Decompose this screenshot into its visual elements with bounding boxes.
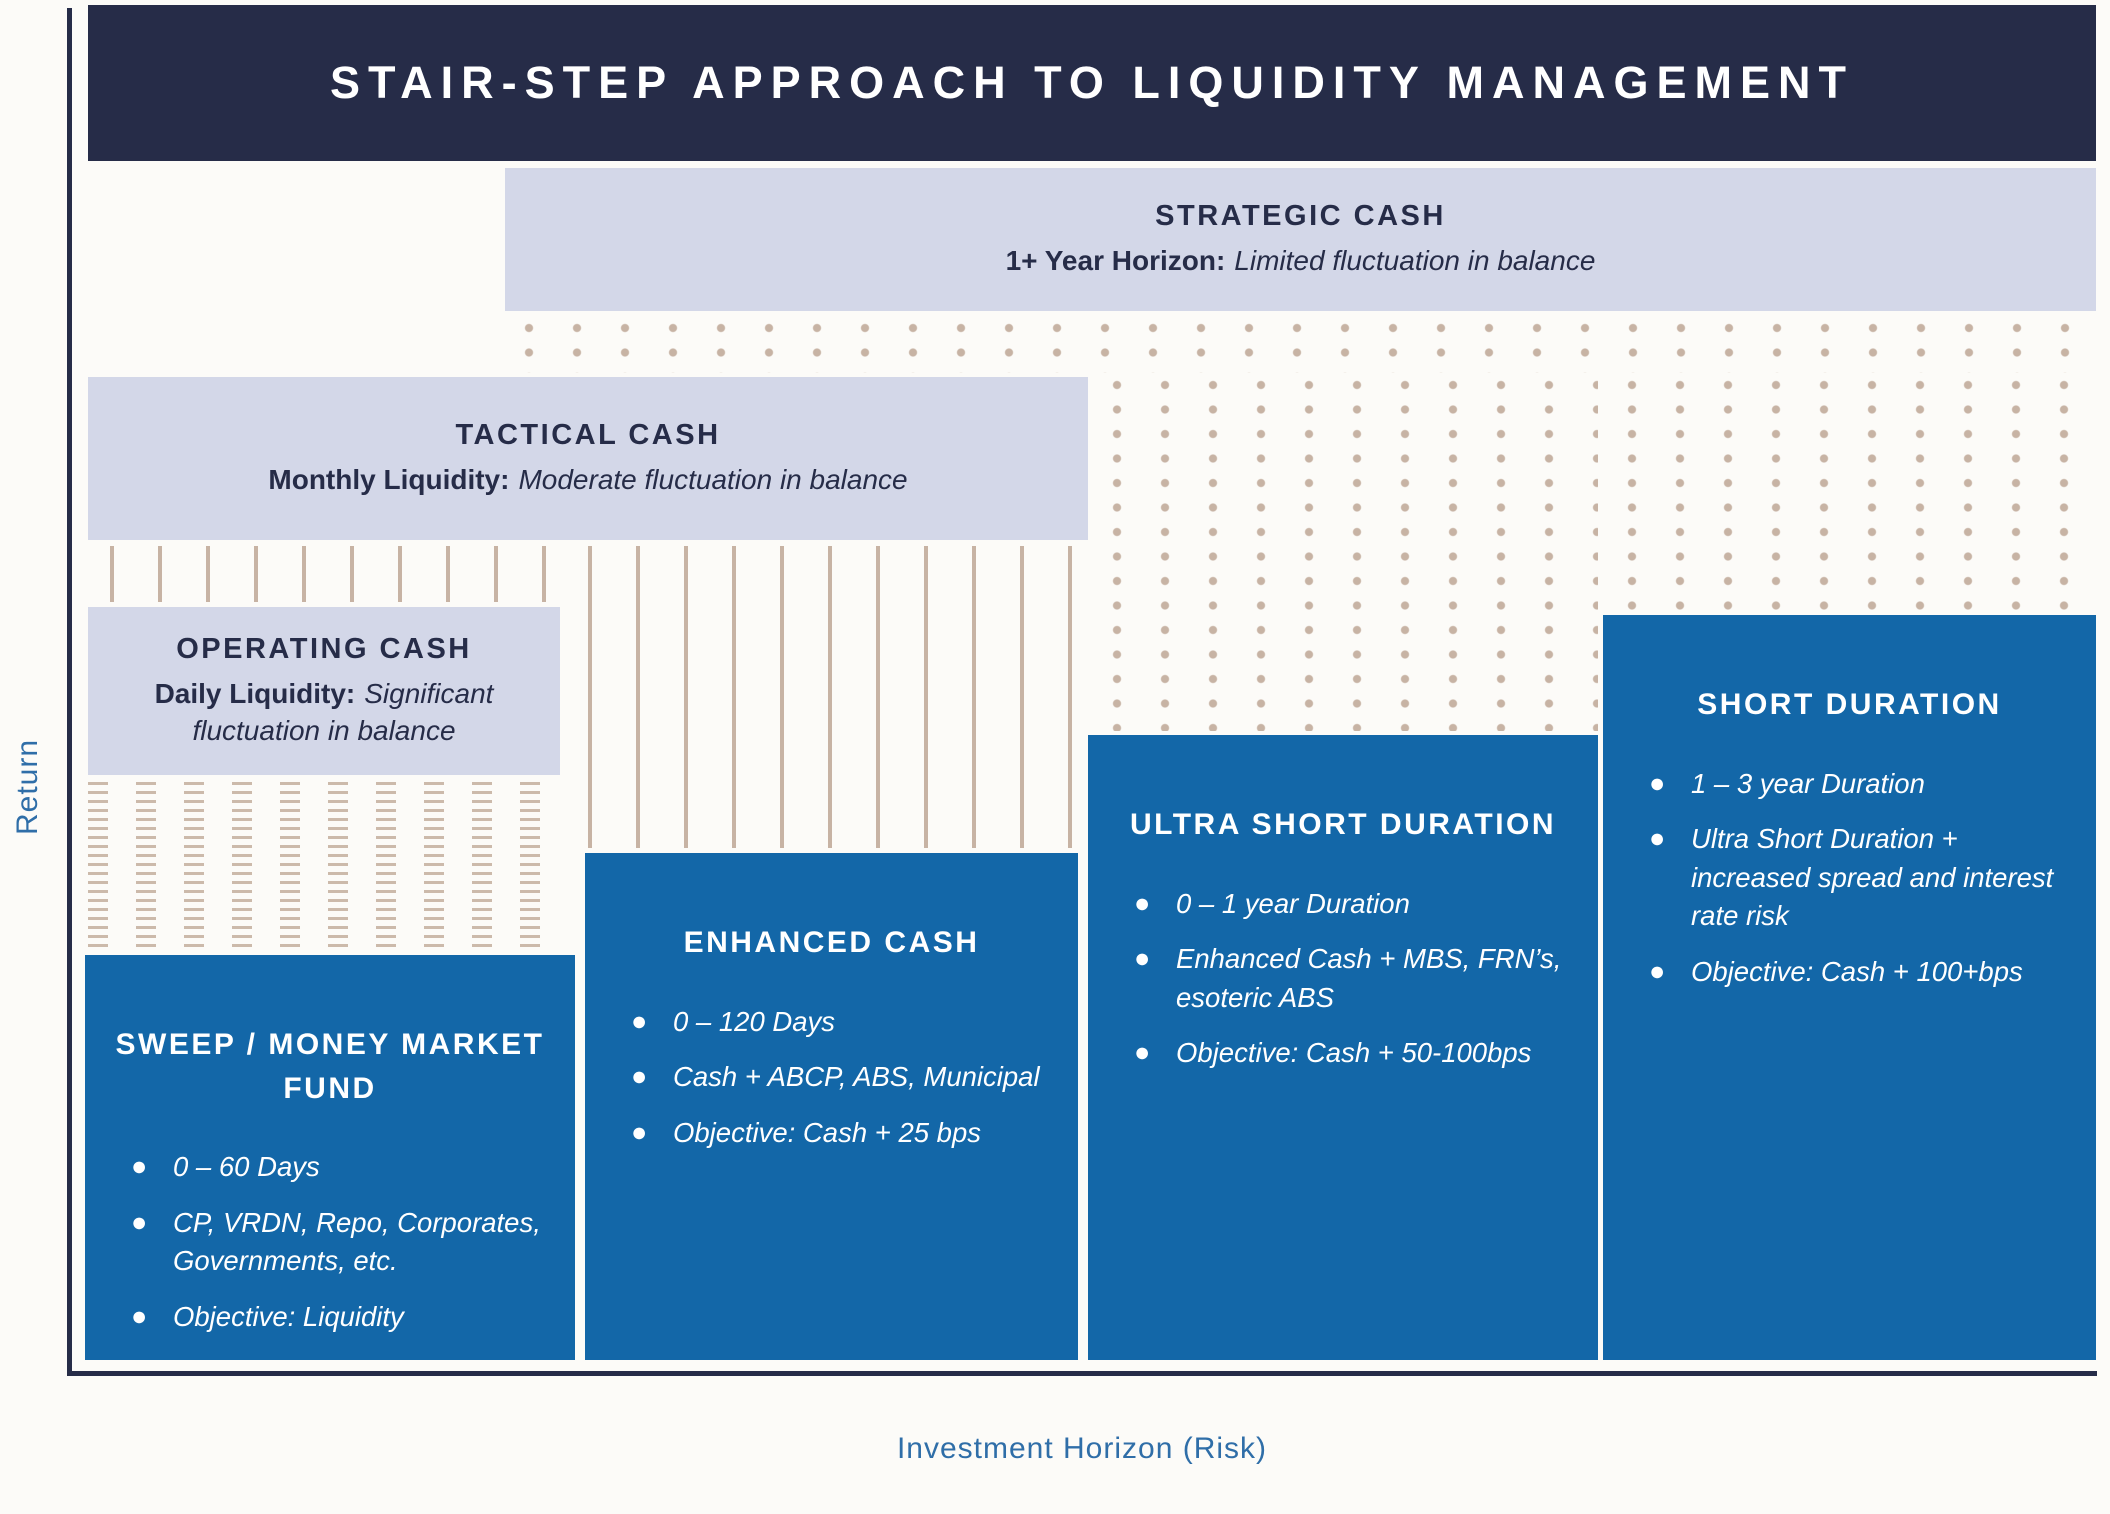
bullet-dot: ● <box>131 1300 148 1331</box>
bullet-dot: ● <box>631 1005 648 1036</box>
bullet-dot: ● <box>631 1061 648 1091</box>
bullet-item: ● Objective: Cash + 50-100bps <box>1134 1034 1570 1073</box>
bullet-text: 0 – 60 Days <box>173 1151 320 1182</box>
product-name: ULTRA SHORT DURATION <box>1129 808 1557 841</box>
dot-pattern-above-ultra-short <box>1093 373 1598 731</box>
product-short-duration: SHORT DURATION ● 1 – 3 year Duration ● Ult… <box>1603 615 2096 1360</box>
tier-name: TACTICAL CASH <box>455 418 721 451</box>
tier-horizon-desc: Significant fluctuation in balance <box>192 678 494 746</box>
bullet-text: Objective: Liquidity <box>173 1300 404 1332</box>
product-bullet-list: ● 0 – 120 Days ● Cash + ABCP, ABS, Municip… <box>613 1003 1050 1153</box>
bullet-text: Objective: Cash + 50-100bps <box>1176 1037 1532 1068</box>
tier-subtitle: 1+ Year Horizon:Limited fluctuation in b… <box>1006 243 1596 279</box>
bullet-item: ● CP, VRDN, Repo, Corporates, Governments… <box>131 1204 547 1281</box>
tier-subtitle: Monthly Liquidity:Moderate fluctuation i… <box>268 462 907 498</box>
bullet-text: Enhanced Cash + MBS, FRN’s, esoteric ABS <box>1176 943 1562 1013</box>
tier-horizon-lead: Monthly Liquidity: <box>268 463 510 495</box>
product-sweep-money-market-fund: SWEEP / MONEY MARKET FUND ● 0 – 60 Days ●… <box>85 955 575 1360</box>
bullet-text: Ultra Short Duration + increased spread … <box>1691 823 2054 931</box>
bullet-dot: ● <box>131 1151 148 1181</box>
bullet-item: ● 0 – 120 Days <box>631 1003 1050 1042</box>
line-pattern-above-enhanced <box>566 546 1085 848</box>
bullet-item: ● Objective: Liquidity <box>131 1298 547 1337</box>
diagram-header: STAIR-STEP APPROACH TO LIQUIDITY MANAGEM… <box>88 5 2096 161</box>
bullet-dot: ● <box>131 1206 148 1237</box>
bullet-item: ● 1 – 3 year Duration <box>1649 765 2068 804</box>
product-bullet-list: ● 0 – 60 Days ● CP, VRDN, Repo, Corporates… <box>113 1148 547 1336</box>
tier-name: STRATEGIC CASH <box>1155 199 1446 232</box>
dot-pattern-above-short <box>1608 373 2096 611</box>
dot-pattern-under-strategic <box>505 316 2096 373</box>
bullet-item: ● Ultra Short Duration + increased spread… <box>1649 820 2068 936</box>
bullet-dot: ● <box>631 1116 648 1147</box>
x-axis-line <box>67 1371 2097 1376</box>
diagram-title: STAIR-STEP APPROACH TO LIQUIDITY MANAGEM… <box>329 57 1855 108</box>
bullet-item: ● 0 – 1 year Duration <box>1134 885 1570 924</box>
bullet-text: Cash + ABCP, ABS, Municipal <box>673 1061 1040 1092</box>
bullet-text: Objective: Cash + 100+bps <box>1691 955 2023 987</box>
product-ultra-short-duration: ULTRA SHORT DURATION ● 0 – 1 year Duratio… <box>1088 735 1598 1360</box>
bullet-dot: ● <box>1134 1037 1151 1067</box>
bullet-item: ● Objective: Cash + 100+bps <box>1649 953 2068 992</box>
bullet-dot: ● <box>1134 943 1151 973</box>
x-axis-label: Investment Horizon (Risk) <box>896 1432 1268 1465</box>
bullet-text: Objective: Cash + 25 bps <box>673 1116 982 1148</box>
bullet-text: CP, VRDN, Repo, Corporates, Governments,… <box>173 1206 541 1277</box>
tier-horizon-desc: Limited fluctuation in balance <box>1234 244 1596 276</box>
product-name: ENHANCED CASH <box>683 926 980 959</box>
tier-horizon-desc: Moderate fluctuation in balance <box>518 463 908 495</box>
bullet-item: ● Enhanced Cash + MBS, FRN’s, esoteric AB… <box>1134 940 1570 1017</box>
y-axis-label: Return <box>11 738 44 836</box>
line-pattern-under-tactical <box>88 546 563 602</box>
tier-horizon-lead: Daily Liquidity: <box>154 678 356 710</box>
product-enhanced-cash: ENHANCED CASH ● 0 – 120 Days ● Cash + ABCP… <box>585 853 1078 1360</box>
dash-pattern-under-operating <box>88 782 562 950</box>
bullet-dot: ● <box>1649 955 1666 986</box>
tier-strategic-cash: STRATEGIC CASH 1+ Year Horizon:Limited f… <box>505 168 2096 311</box>
bullet-item: ● Cash + ABCP, ABS, Municipal <box>631 1058 1050 1097</box>
product-bullet-list: ● 0 – 1 year Duration ● Enhanced Cash + MB… <box>1116 885 1570 1073</box>
tier-operating-cash: OPERATING CASH Daily Liquidity:Significa… <box>88 607 560 775</box>
bullet-dot: ● <box>1649 767 1666 798</box>
bullet-text: 0 – 120 Days <box>673 1005 836 1037</box>
bullet-dot: ● <box>1649 823 1666 853</box>
product-name: SHORT DURATION <box>1697 688 2002 721</box>
bullet-item: ● 0 – 60 Days <box>131 1148 547 1187</box>
bullet-text: 1 – 3 year Duration <box>1691 767 1925 799</box>
y-axis-line <box>67 8 72 1376</box>
bullet-item: ● Objective: Cash + 25 bps <box>631 1114 1050 1153</box>
tier-name: OPERATING CASH <box>176 633 472 666</box>
tier-subtitle: Daily Liquidity:Significant fluctuation … <box>109 676 539 749</box>
bullet-dot: ● <box>1134 887 1151 918</box>
bullet-text: 0 – 1 year Duration <box>1176 887 1410 919</box>
product-bullet-list: ● 1 – 3 year Duration ● Ultra Short Durati… <box>1631 765 2068 992</box>
tier-tactical-cash: TACTICAL CASH Monthly Liquidity:Moderate… <box>88 377 1088 540</box>
product-name: SWEEP / MONEY MARKET FUND <box>115 1028 545 1105</box>
tier-horizon-lead: 1+ Year Horizon: <box>1005 244 1226 276</box>
